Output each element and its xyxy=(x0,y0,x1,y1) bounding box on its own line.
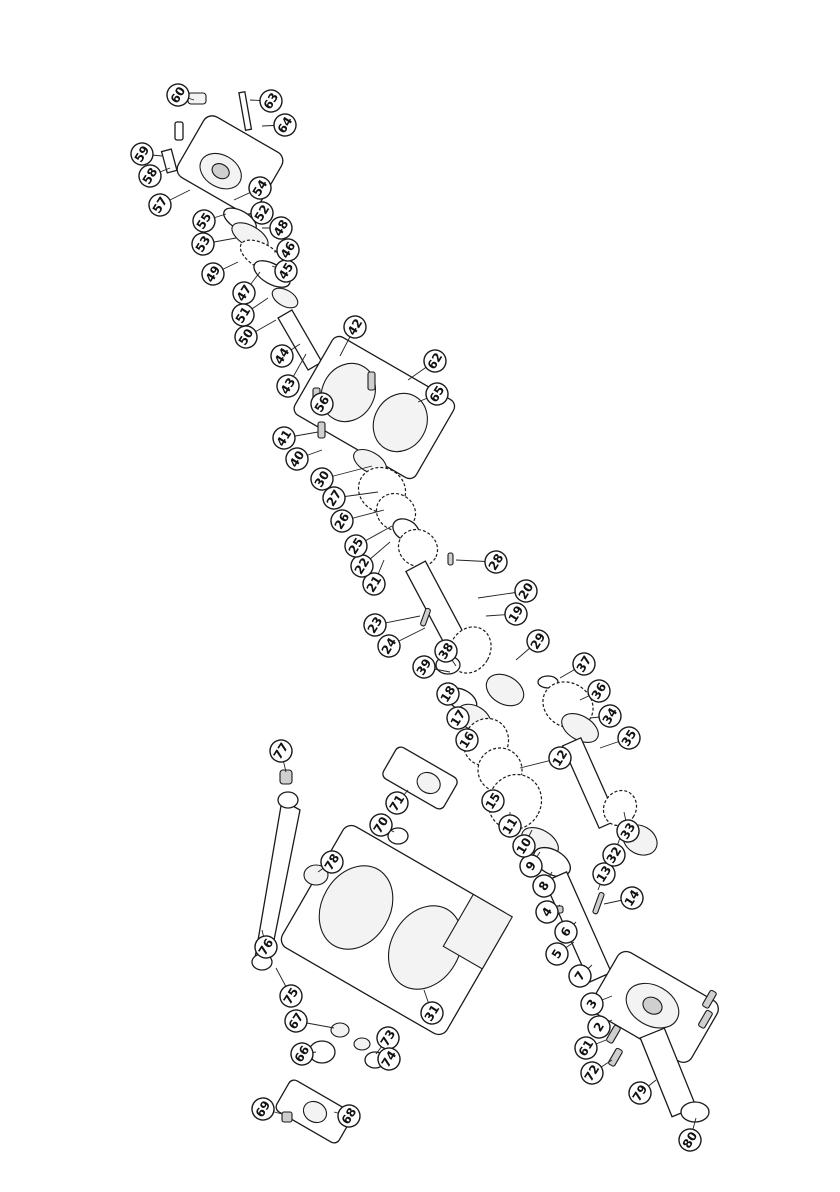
callout-72: 72 xyxy=(577,1058,607,1088)
bolt-58 xyxy=(175,122,183,140)
bolt-59 xyxy=(162,149,177,173)
callout-62: 62 xyxy=(420,346,450,376)
callout-34: 34 xyxy=(595,701,625,731)
callout-64: 64 xyxy=(270,110,300,140)
callout-77: 77 xyxy=(266,736,296,766)
nut-77 xyxy=(280,770,292,784)
callout-51: 51 xyxy=(228,300,258,330)
bearing-29 xyxy=(481,668,530,712)
callout-14: 14 xyxy=(617,883,647,913)
callout-19: 19 xyxy=(501,599,531,629)
callout-71: 71 xyxy=(382,788,412,818)
callout-55: 55 xyxy=(189,206,219,236)
bolt-69 xyxy=(282,1112,292,1122)
callout-44: 44 xyxy=(267,341,297,371)
rear-cover xyxy=(174,112,287,218)
callout-20: 20 xyxy=(511,576,541,606)
callout-57: 57 xyxy=(145,190,175,220)
callout-35: 35 xyxy=(614,723,644,753)
callout-26: 26 xyxy=(327,506,357,536)
callout-29: 29 xyxy=(523,626,553,656)
callout-60: 60 xyxy=(163,80,193,110)
callout-50: 50 xyxy=(231,322,261,352)
pin-28 xyxy=(448,553,453,565)
callout-37: 37 xyxy=(569,649,599,679)
plug-assembly-66-67 xyxy=(309,1023,349,1063)
callout-63: 63 xyxy=(256,86,286,116)
callout-39: 39 xyxy=(409,652,439,682)
callout-69: 69 xyxy=(248,1094,278,1124)
callout-79: 79 xyxy=(625,1078,655,1108)
parts-drawing xyxy=(162,92,722,1145)
bolt-63 xyxy=(239,92,252,130)
callout-75: 75 xyxy=(276,981,306,1011)
callout-28: 28 xyxy=(481,547,511,577)
callout-80: 80 xyxy=(675,1125,705,1155)
callout-74: 74 xyxy=(374,1044,404,1074)
pin-23 xyxy=(420,608,431,627)
callout-43: 43 xyxy=(273,371,303,401)
callout-53: 53 xyxy=(188,229,218,259)
callout-66: 66 xyxy=(287,1039,317,1069)
main-housing xyxy=(278,822,513,1038)
callout-49: 49 xyxy=(198,259,228,289)
callout-67: 67 xyxy=(281,1006,311,1036)
